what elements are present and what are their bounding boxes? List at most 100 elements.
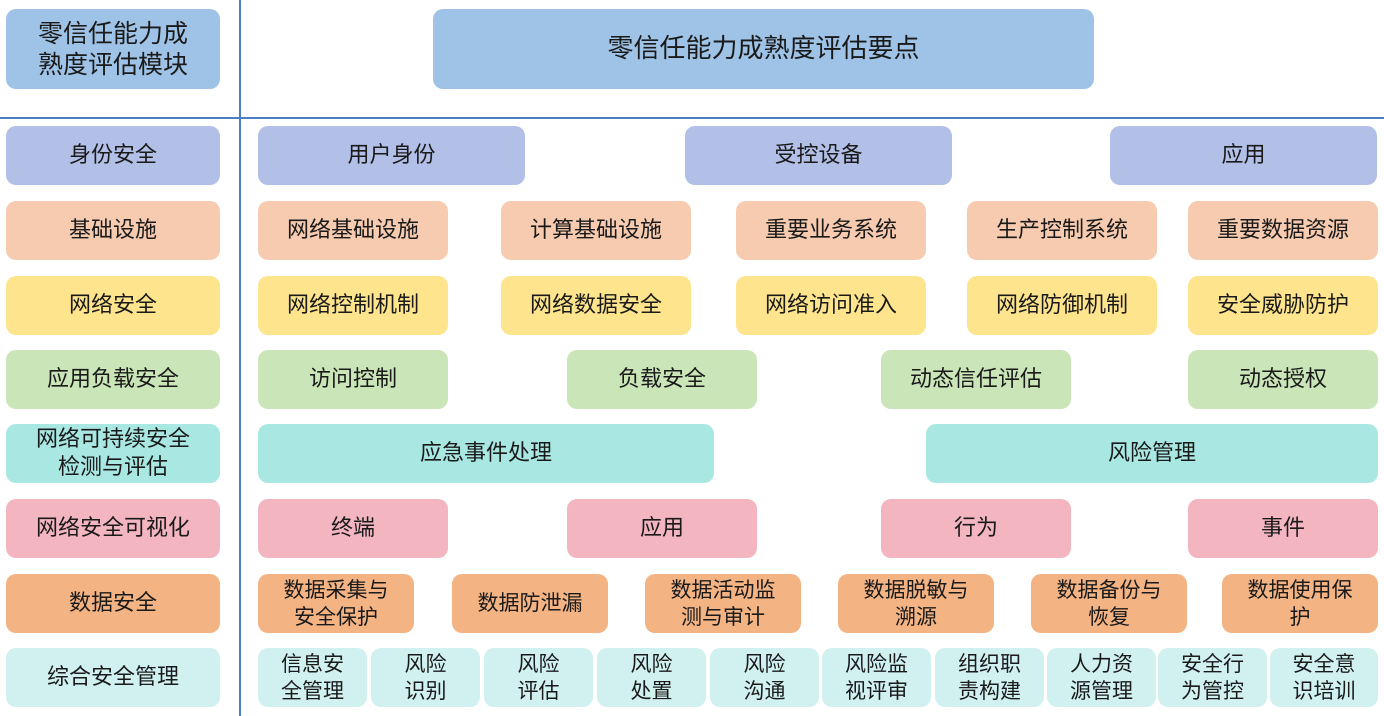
point-application: 应用 bbox=[567, 499, 757, 558]
vertical-divider bbox=[239, 0, 241, 716]
module-data-security: 数据安全 bbox=[6, 574, 220, 633]
point-terminal: 终端 bbox=[258, 499, 448, 558]
point-risk-assessment: 风险 评估 bbox=[484, 648, 593, 707]
module-label: 身份安全 bbox=[68, 142, 157, 168]
point-risk-monitoring-review: 风险监 视评审 bbox=[822, 648, 931, 707]
point-label: 风险 处置 bbox=[630, 652, 673, 703]
point-risk-management: 风险管理 bbox=[926, 424, 1378, 483]
point-network-data-security: 网络数据安全 bbox=[501, 276, 691, 335]
point-label: 终端 bbox=[330, 515, 375, 541]
point-label: 风险管理 bbox=[1107, 440, 1196, 466]
point-label: 动态信任评估 bbox=[909, 366, 1042, 392]
point-data-collection-protection: 数据采集与 安全保护 bbox=[258, 574, 414, 633]
module-network-security: 网络安全 bbox=[6, 276, 220, 335]
point-controlled-device: 受控设备 bbox=[685, 126, 952, 185]
point-application: 应用 bbox=[1110, 126, 1377, 185]
point-label: 重要数据资源 bbox=[1216, 217, 1349, 243]
point-label: 网络防御机制 bbox=[995, 292, 1128, 318]
module-security-visualization: 网络安全可视化 bbox=[6, 499, 220, 558]
point-label: 应用 bbox=[1221, 142, 1266, 168]
point-network-defense-mechanism: 网络防御机制 bbox=[967, 276, 1157, 335]
module-label: 综合安全管理 bbox=[46, 664, 179, 690]
point-label: 数据防泄漏 bbox=[477, 591, 583, 616]
point-label: 受控设备 bbox=[774, 142, 863, 168]
module-label: 网络安全可视化 bbox=[35, 515, 190, 541]
point-risk-communication: 风险 沟通 bbox=[710, 648, 819, 707]
point-label: 网络访问准入 bbox=[764, 292, 897, 318]
module-label: 网络安全 bbox=[68, 292, 157, 318]
point-label: 动态授权 bbox=[1238, 366, 1327, 392]
point-label: 组织职 责构建 bbox=[958, 652, 1021, 703]
module-label: 数据安全 bbox=[68, 590, 157, 616]
point-access-control: 访问控制 bbox=[258, 350, 448, 409]
point-label: 风险 沟通 bbox=[743, 652, 786, 703]
point-risk-treatment: 风险 处置 bbox=[597, 648, 706, 707]
module-sustainable-security-detection: 网络可持续安全 检测与评估 bbox=[6, 424, 220, 483]
point-data-backup-recovery: 数据备份与 恢复 bbox=[1031, 574, 1187, 633]
module-label: 应用负载安全 bbox=[46, 366, 179, 392]
module-integrated-security-management: 综合安全管理 bbox=[6, 648, 220, 707]
point-behavior: 行为 bbox=[881, 499, 1071, 558]
point-label: 网络控制机制 bbox=[286, 292, 419, 318]
point-data-leakage-prevention: 数据防泄漏 bbox=[452, 574, 608, 633]
point-key-data-resources: 重要数据资源 bbox=[1188, 201, 1378, 260]
point-label: 风险 评估 bbox=[517, 652, 560, 703]
point-organization-responsibility: 组织职 责构建 bbox=[935, 648, 1044, 707]
point-label: 计算基础设施 bbox=[529, 217, 662, 243]
point-label: 数据使用保 护 bbox=[1247, 578, 1353, 629]
point-label: 数据采集与 安全保护 bbox=[283, 578, 389, 629]
point-security-threat-protection: 安全威胁防护 bbox=[1188, 276, 1378, 335]
point-key-business-system: 重要业务系统 bbox=[736, 201, 926, 260]
point-security-behavior-control: 安全行 为管控 bbox=[1158, 648, 1267, 707]
point-label: 数据备份与 恢复 bbox=[1056, 578, 1162, 629]
point-label: 重要业务系统 bbox=[764, 217, 897, 243]
point-risk-identification: 风险 识别 bbox=[371, 648, 480, 707]
point-user-identity: 用户身份 bbox=[258, 126, 525, 185]
point-label: 用户身份 bbox=[347, 142, 436, 168]
point-human-resource-management: 人力资 源管理 bbox=[1047, 648, 1156, 707]
point-workload-security: 负载安全 bbox=[567, 350, 757, 409]
module-column-header: 零信任能力成 熟度评估模块 bbox=[6, 9, 220, 89]
point-label: 事件 bbox=[1260, 515, 1305, 541]
point-label: 网络基础设施 bbox=[286, 217, 419, 243]
point-event: 事件 bbox=[1188, 499, 1378, 558]
point-data-usage-protection: 数据使用保 护 bbox=[1222, 574, 1378, 633]
module-label: 基础设施 bbox=[68, 217, 157, 243]
point-label: 数据活动监 测与审计 bbox=[670, 578, 776, 629]
point-dynamic-authorization: 动态授权 bbox=[1188, 350, 1378, 409]
point-label: 数据脱敏与 溯源 bbox=[863, 578, 969, 629]
horizontal-divider bbox=[0, 117, 1384, 119]
point-label: 安全意 识培训 bbox=[1292, 652, 1356, 703]
module-identity-security: 身份安全 bbox=[6, 126, 220, 185]
point-label: 信息安 全管理 bbox=[281, 652, 344, 703]
point-label: 生产控制系统 bbox=[995, 217, 1128, 243]
point-computing-infrastructure: 计算基础设施 bbox=[501, 201, 691, 260]
point-label: 风险 识别 bbox=[404, 652, 447, 703]
point-label: 网络数据安全 bbox=[529, 292, 662, 318]
point-label: 安全威胁防护 bbox=[1216, 292, 1349, 318]
diagram-title-label: 零信任能力成熟度评估要点 bbox=[607, 33, 920, 64]
point-production-control-system: 生产控制系统 bbox=[967, 201, 1157, 260]
point-security-awareness-training: 安全意 识培训 bbox=[1270, 648, 1378, 707]
point-label: 行为 bbox=[953, 515, 998, 541]
point-emergency-incident-handling: 应急事件处理 bbox=[258, 424, 714, 483]
point-label: 负载安全 bbox=[617, 366, 706, 392]
diagram-title: 零信任能力成熟度评估要点 bbox=[433, 9, 1094, 89]
point-label: 安全行 为管控 bbox=[1181, 652, 1244, 703]
point-network-control-mechanism: 网络控制机制 bbox=[258, 276, 448, 335]
point-label: 人力资 源管理 bbox=[1070, 652, 1133, 703]
module-infrastructure: 基础设施 bbox=[6, 201, 220, 260]
point-network-access-admission: 网络访问准入 bbox=[736, 276, 926, 335]
point-data-activity-monitoring: 数据活动监 测与审计 bbox=[645, 574, 801, 633]
point-label: 访问控制 bbox=[308, 366, 397, 392]
point-label: 风险监 视评审 bbox=[845, 652, 908, 703]
module-column-header-label: 零信任能力成 熟度评估模块 bbox=[37, 18, 188, 79]
point-network-infrastructure: 网络基础设施 bbox=[258, 201, 448, 260]
point-label: 应用 bbox=[639, 515, 684, 541]
point-dynamic-trust-evaluation: 动态信任评估 bbox=[881, 350, 1071, 409]
point-info-security-management: 信息安 全管理 bbox=[258, 648, 367, 707]
module-label: 网络可持续安全 检测与评估 bbox=[35, 427, 190, 480]
point-data-masking-tracing: 数据脱敏与 溯源 bbox=[838, 574, 994, 633]
module-application-workload-security: 应用负载安全 bbox=[6, 350, 220, 409]
point-label: 应急事件处理 bbox=[419, 440, 552, 466]
